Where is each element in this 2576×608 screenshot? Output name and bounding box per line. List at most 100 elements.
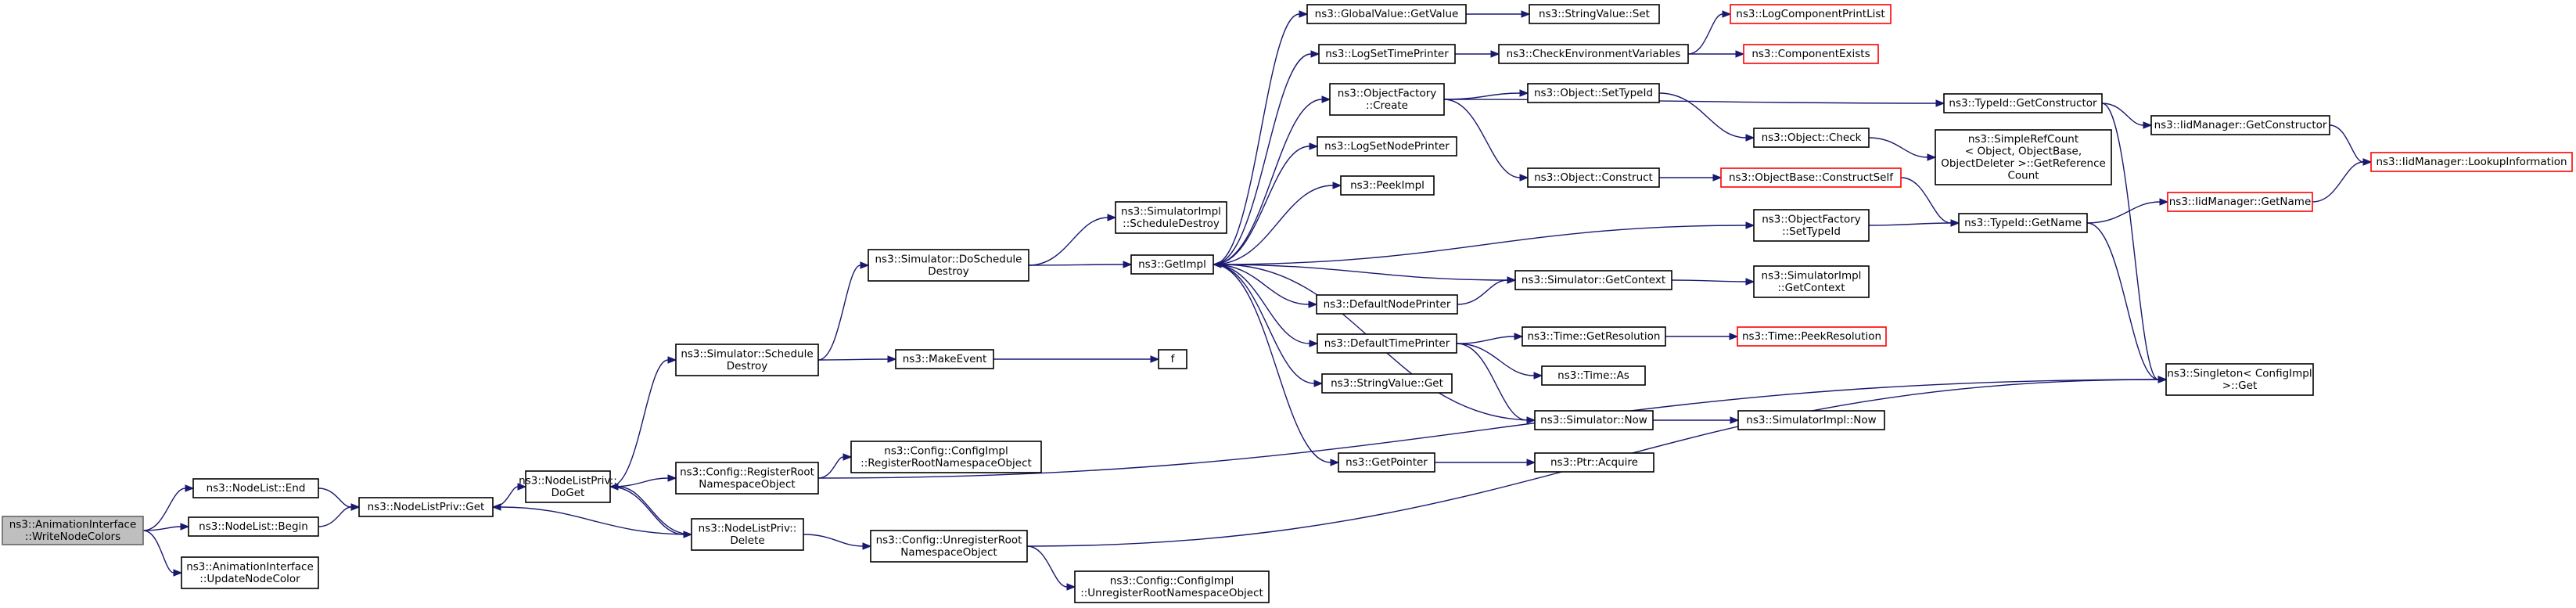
edge-line bbox=[1456, 343, 1535, 376]
node-peekimpl[interactable]: ns3::PeekImpl bbox=[1340, 175, 1435, 196]
edge-line bbox=[617, 486, 692, 535]
node-time-peekres[interactable]: ns3::Time::PeekResolution bbox=[1737, 326, 1887, 347]
node-obj-check[interactable]: ns3::Object::Check bbox=[1753, 128, 1870, 148]
node-sim-sched-destroy[interactable]: ns3::Simulator::ScheduleDestroy bbox=[675, 344, 819, 376]
edge-arrowhead bbox=[185, 484, 195, 492]
node-obj-settypeid[interactable]: ns3::Object::SetTypeId bbox=[1527, 83, 1660, 103]
edge-line bbox=[1443, 92, 1521, 100]
node-typeid-getname[interactable]: ns3::TypeId::GetName bbox=[1958, 213, 2088, 233]
edge-sim-getcontext-to-simimpl-getcontext bbox=[1671, 278, 1755, 286]
node-label: ns3::Config::RegisterRoot bbox=[680, 466, 814, 478]
edge-line bbox=[1456, 336, 1515, 344]
node-getimpl[interactable]: ns3::GetImpl bbox=[1130, 254, 1214, 275]
node-box bbox=[192, 478, 319, 498]
node-label: ::WriteNodeColors bbox=[25, 531, 120, 543]
edge-line bbox=[318, 506, 352, 527]
node-logsettime[interactable]: ns3::LogSetTimePrinter bbox=[1318, 44, 1456, 64]
node-simimpl-now[interactable]: ns3::SimulatorImpl::Now bbox=[1737, 410, 1885, 430]
node-iidmgr-getctor[interactable]: ns3::IidManager::GetConstructor bbox=[2150, 115, 2330, 135]
node-time-getres[interactable]: ns3::Time::GetResolution bbox=[1522, 326, 1666, 347]
node-typeid-getctor[interactable]: ns3::TypeId::GetConstructor bbox=[1943, 93, 2103, 113]
node-label: ns3::TypeId::GetName bbox=[1964, 217, 2082, 229]
node-strvalue-set[interactable]: ns3::StringValue::Set bbox=[1529, 4, 1660, 24]
node-cfg-register[interactable]: ns3::Config::RegisterRootNamespaceObject bbox=[675, 462, 819, 495]
node-objfactory-create[interactable]: ns3::ObjectFactory::Create bbox=[1329, 83, 1445, 116]
node-logsetnode[interactable]: ns3::LogSetNodePrinter bbox=[1317, 136, 1457, 156]
edge-arrowhead bbox=[2362, 158, 2373, 166]
node-nl-begin[interactable]: ns3::NodeList::Begin bbox=[188, 516, 319, 537]
edge-gv-getvalue-to-strvalue-set bbox=[1466, 10, 1531, 18]
node-label: ::Create bbox=[1366, 99, 1408, 112]
node-gv-getvalue[interactable]: ns3::GlobalValue::GetValue bbox=[1306, 4, 1467, 24]
node-box bbox=[1329, 83, 1445, 116]
edge-line bbox=[318, 487, 352, 508]
edge-line bbox=[1457, 279, 1508, 305]
node-checkenv[interactable]: ns3::CheckEnvironmentVariables bbox=[1498, 44, 1689, 64]
node-label: ::ScheduleDestroy bbox=[1123, 218, 1220, 230]
node-label: ns3::SimpleRefCount bbox=[1968, 133, 2078, 146]
node-iidmgr-lookup[interactable]: ns3::IidManager::LookupInformation bbox=[2370, 152, 2573, 172]
node-nlp-get[interactable]: ns3::NodeListPriv::Get bbox=[358, 497, 494, 517]
node-nlp-delete[interactable]: ns3::NodeListPriv::Delete bbox=[691, 518, 804, 551]
edge-line bbox=[817, 379, 2159, 479]
edge-line bbox=[1687, 13, 1723, 55]
edge-arrowhead bbox=[1935, 99, 1945, 107]
edge-deftimeprinter-to-sim-now bbox=[1456, 343, 1536, 424]
node-getpointer[interactable]: ns3::GetPointer bbox=[1338, 452, 1435, 473]
edge-arrowhead bbox=[1729, 333, 1739, 340]
edge-line bbox=[1213, 264, 1310, 305]
node-ptr-acquire[interactable]: ns3::Ptr::Acquire bbox=[1534, 452, 1654, 473]
node-label: ns3::SimulatorImpl bbox=[1121, 205, 1221, 218]
node-strvalue-get[interactable]: ns3::StringValue::Get bbox=[1321, 373, 1453, 394]
edge-getimpl-to-getpointer bbox=[1213, 264, 1340, 466]
node-box bbox=[1958, 213, 2088, 233]
edge-arrowhead bbox=[1521, 10, 1531, 18]
edge-typeid-getctor-to-iidmgr-getctor bbox=[2101, 103, 2153, 129]
node-box bbox=[1317, 333, 1457, 354]
node-objfactory-settypeid[interactable]: ns3::ObjectFactory::SetTypeId bbox=[1753, 209, 1870, 242]
edge-logsettime-to-checkenv bbox=[1455, 50, 1500, 58]
node-box bbox=[2, 516, 144, 545]
node-sim-getcontext[interactable]: ns3::Simulator::GetContext bbox=[1514, 270, 1672, 290]
node-obj-construct[interactable]: ns3::Object::Construct bbox=[1527, 167, 1660, 188]
node-box bbox=[2165, 363, 2314, 396]
node-label: ns3::Simulator::GetContext bbox=[1522, 274, 1665, 286]
node-label: ns3::NodeList::End bbox=[207, 482, 306, 495]
node-iidmgr-getname[interactable]: ns3::IidManager::GetName bbox=[2167, 192, 2313, 212]
edge-getimpl-to-deftimeprinter bbox=[1213, 264, 1319, 347]
node-logcompprint[interactable]: ns3::LogComponentPrintList bbox=[1730, 4, 1892, 24]
node-root[interactable]: ns3::AnimationInterface::WriteNodeColors bbox=[2, 516, 144, 545]
node-simimpl-sched[interactable]: ns3::SimulatorImpl::ScheduleDestroy bbox=[1115, 201, 1227, 234]
node-cfgimpl-unregister[interactable]: ns3::Config::ConfigImpl::UnregisterRootN… bbox=[1074, 570, 1270, 603]
node-singleton-get[interactable]: ns3::Singleton< ConfigImpl >::Get bbox=[2165, 363, 2314, 396]
node-label: ns3::Time::PeekResolution bbox=[1742, 330, 1881, 343]
node-makeevent[interactable]: ns3::MakeEvent bbox=[895, 349, 994, 369]
node-ai-update[interactable]: ns3::AnimationInterface::UpdateNodeColor bbox=[181, 556, 319, 589]
edge-objfactory-create-to-obj-settypeid bbox=[1443, 89, 1529, 100]
node-label: ns3::Singleton< ConfigImpl bbox=[2167, 367, 2312, 380]
node-box bbox=[358, 497, 494, 517]
node-label: ns3::Simulator::Schedule bbox=[681, 347, 813, 360]
edge-sim-sched-destroy-to-sim-doschedule bbox=[817, 261, 870, 361]
node-label: ::GetContext bbox=[1777, 282, 1845, 294]
node-box bbox=[1753, 209, 1870, 242]
node-compexists[interactable]: ns3::ComponentExists bbox=[1743, 44, 1879, 64]
node-defnodeprinter[interactable]: ns3::DefaultNodePrinter bbox=[1316, 294, 1458, 315]
node-nl-end[interactable]: ns3::NodeList::End bbox=[192, 478, 319, 498]
node-time-as[interactable]: ns3::Time::As bbox=[1541, 365, 1646, 386]
node-sim-now[interactable]: ns3::Simulator::Now bbox=[1534, 410, 1654, 430]
edge-line bbox=[1671, 279, 1747, 282]
node-cfg-unregister[interactable]: ns3::Config::UnregisterRootNamespaceObje… bbox=[870, 530, 1028, 563]
node-simimpl-getcontext[interactable]: ns3::SimulatorImpl::GetContext bbox=[1753, 265, 1870, 298]
edge-deftimeprinter-to-time-getres bbox=[1456, 333, 1524, 344]
node-objbase-construct[interactable]: ns3::ObjectBase::ConstructSelf bbox=[1720, 167, 1902, 188]
edge-arrowhead bbox=[2143, 121, 2153, 129]
edge-line bbox=[1213, 53, 1312, 265]
edge-arrowhead bbox=[1313, 380, 1324, 387]
node-nlp-doget[interactable]: ns3::NodeListPriv::DoGet bbox=[519, 470, 617, 503]
node-cfgimpl-register[interactable]: ns3::Config::ConfigImpl::RegisterRootNam… bbox=[850, 441, 1042, 473]
node-f[interactable]: f bbox=[1158, 349, 1187, 369]
node-simplerefcount[interactable]: ns3::SimpleRefCount< Object, ObjectBase,… bbox=[1935, 129, 2112, 185]
node-deftimeprinter[interactable]: ns3::DefaultTimePrinter bbox=[1317, 333, 1457, 354]
